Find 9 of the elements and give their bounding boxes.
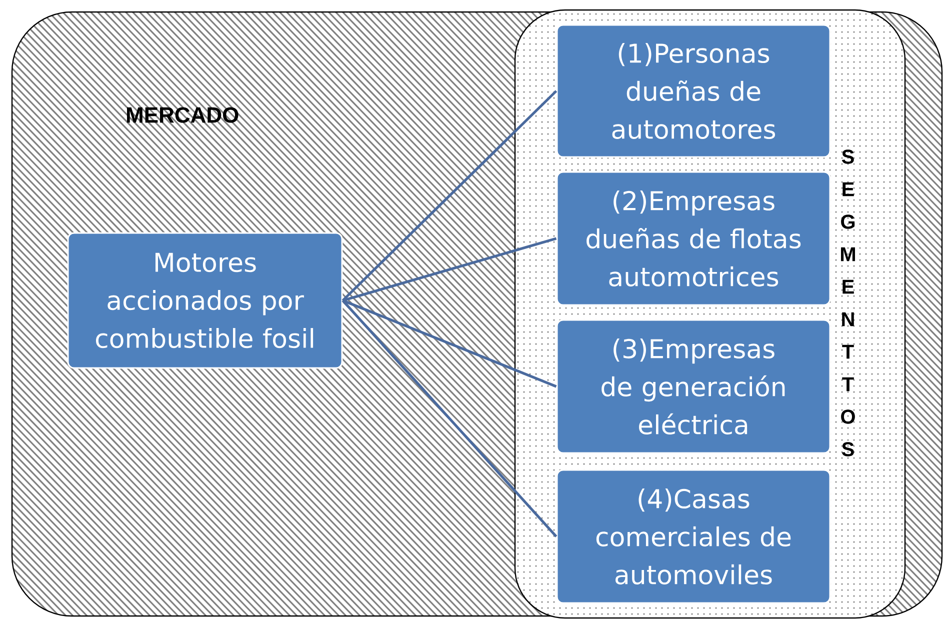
connector-line bbox=[342, 237, 557, 302]
connector-line bbox=[342, 300, 558, 538]
connector-line bbox=[342, 90, 558, 302]
connector-line bbox=[342, 299, 557, 388]
segment-box: (2)Empresas dueñas de flotas automotrices bbox=[556, 171, 831, 306]
segment-box: (1)Personas dueñas de automotores bbox=[556, 24, 831, 158]
segment-box: (3)Empresas de generación eléctrica bbox=[556, 319, 831, 454]
segment-box: Motores accionados por combustible fosil bbox=[67, 232, 343, 369]
segment-box: (4)Casas comerciales de automoviles bbox=[556, 469, 831, 604]
